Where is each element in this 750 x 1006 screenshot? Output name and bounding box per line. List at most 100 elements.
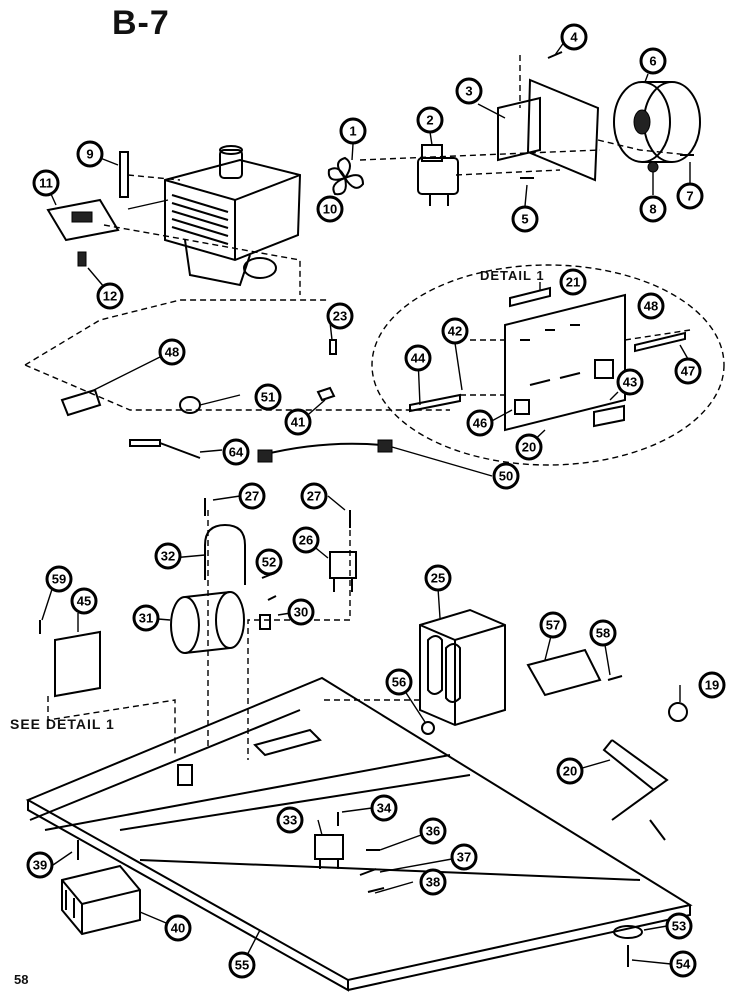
callout-25: 25 [424,564,452,592]
svg-text:57: 57 [546,618,560,633]
svg-text:48: 48 [644,299,658,314]
callout-12: 12 [96,282,124,310]
svg-text:19: 19 [705,678,719,693]
svg-text:10: 10 [323,202,337,217]
switch-26 [329,551,357,592]
callout-43: 43 [616,368,644,396]
fuse-23 [329,339,337,355]
callout-57: 57 [539,611,567,639]
blower-wheel [613,81,701,163]
callout-31: 31 [132,604,160,632]
callout-19: 19 [698,671,726,699]
callout-30: 30 [287,598,315,626]
callout-23: 23 [326,302,354,330]
svg-text:37: 37 [457,850,471,865]
callout-20: 20 [556,757,584,785]
svg-text:56: 56 [392,675,406,690]
fan-motor [417,144,459,206]
svg-text:54: 54 [676,957,691,972]
svg-text:11: 11 [39,176,53,191]
base-plate-55 [25,676,693,992]
diode-30 [259,595,277,630]
svg-text:51: 51 [261,390,275,405]
svg-text:59: 59 [52,572,66,587]
svg-text:27: 27 [307,489,321,504]
detail-1-outline [371,264,725,466]
callout-47: 47 [674,357,702,385]
svg-text:45: 45 [77,594,91,609]
callout-34: 34 [370,794,398,822]
plate-45 [54,630,101,698]
svg-text:44: 44 [411,351,426,366]
screw-58 [607,675,623,681]
callout-56: 56 [385,668,413,696]
callout-10: 10 [316,195,344,223]
callout-11: 11 [32,169,60,197]
callout-53: 53 [665,912,693,940]
svg-text:26: 26 [299,533,313,548]
detail-label: DETAIL 1 [480,268,545,283]
svg-text:30: 30 [294,605,308,620]
callout-40: 40 [164,914,192,942]
bracket-48 [60,388,102,417]
cord-20 [602,739,669,841]
bushing-19 [668,702,688,722]
screw-12 [77,251,87,267]
svg-text:20: 20 [522,440,536,455]
svg-text:6: 6 [649,54,656,69]
washer-56 [421,721,435,735]
svg-text:48: 48 [165,345,179,360]
svg-text:53: 53 [672,919,686,934]
svg-text:46: 46 [473,416,487,431]
bracket-57 [526,648,602,697]
svg-text:36: 36 [426,824,440,839]
callout-7: 7 [676,182,704,210]
svg-text:33: 33 [283,813,297,828]
svg-text:58: 58 [596,626,610,641]
svg-text:21: 21 [566,275,580,290]
callout-50: 50 [492,462,520,490]
svg-text:2: 2 [426,113,433,128]
svg-text:4: 4 [570,30,578,45]
callout-64: 64 [222,438,250,466]
callout-55: 55 [228,951,256,979]
callout-42: 42 [441,317,469,345]
callout-1: 1 [339,117,367,145]
callout-9: 9 [76,140,104,168]
page-number: 58 [14,972,29,987]
svg-text:25: 25 [431,571,445,586]
callout-4: 4 [560,23,588,51]
screws-27 [204,498,351,528]
callout-26: 26 [292,526,320,554]
wire-harness-50 [261,442,383,456]
capacitor-clamp-32 [204,523,246,585]
callout-38: 38 [419,868,447,896]
callout-58: 58 [589,619,617,647]
callout-8: 8 [639,195,667,223]
callout-27-left: 27 [238,482,266,510]
callout-59: 59 [45,565,73,593]
thermal-cutout-11 [46,198,120,242]
probe-64 [129,439,201,459]
svg-text:50: 50 [499,469,513,484]
callout-46: 46 [466,409,494,437]
callout-48-detail: 48 [637,292,665,320]
bracket-9 [119,151,129,198]
callout-27-right: 27 [300,482,328,510]
parts-36-37-38 [359,849,385,893]
callout-44: 44 [404,344,432,372]
callout-39: 39 [26,851,54,879]
callout-3: 3 [455,77,483,105]
svg-text:32: 32 [161,549,175,564]
callout-2: 2 [416,106,444,134]
callout-45: 45 [70,587,98,615]
svg-text:5: 5 [521,212,528,227]
callout-37: 37 [450,843,478,871]
svg-text:1: 1 [349,124,356,139]
transformer-25 [419,608,506,727]
svg-text:31: 31 [139,611,153,626]
callout-6: 6 [639,47,667,75]
callout-20-detail: 20 [515,433,543,461]
svg-text:55: 55 [235,958,249,973]
svg-text:52: 52 [262,555,276,570]
